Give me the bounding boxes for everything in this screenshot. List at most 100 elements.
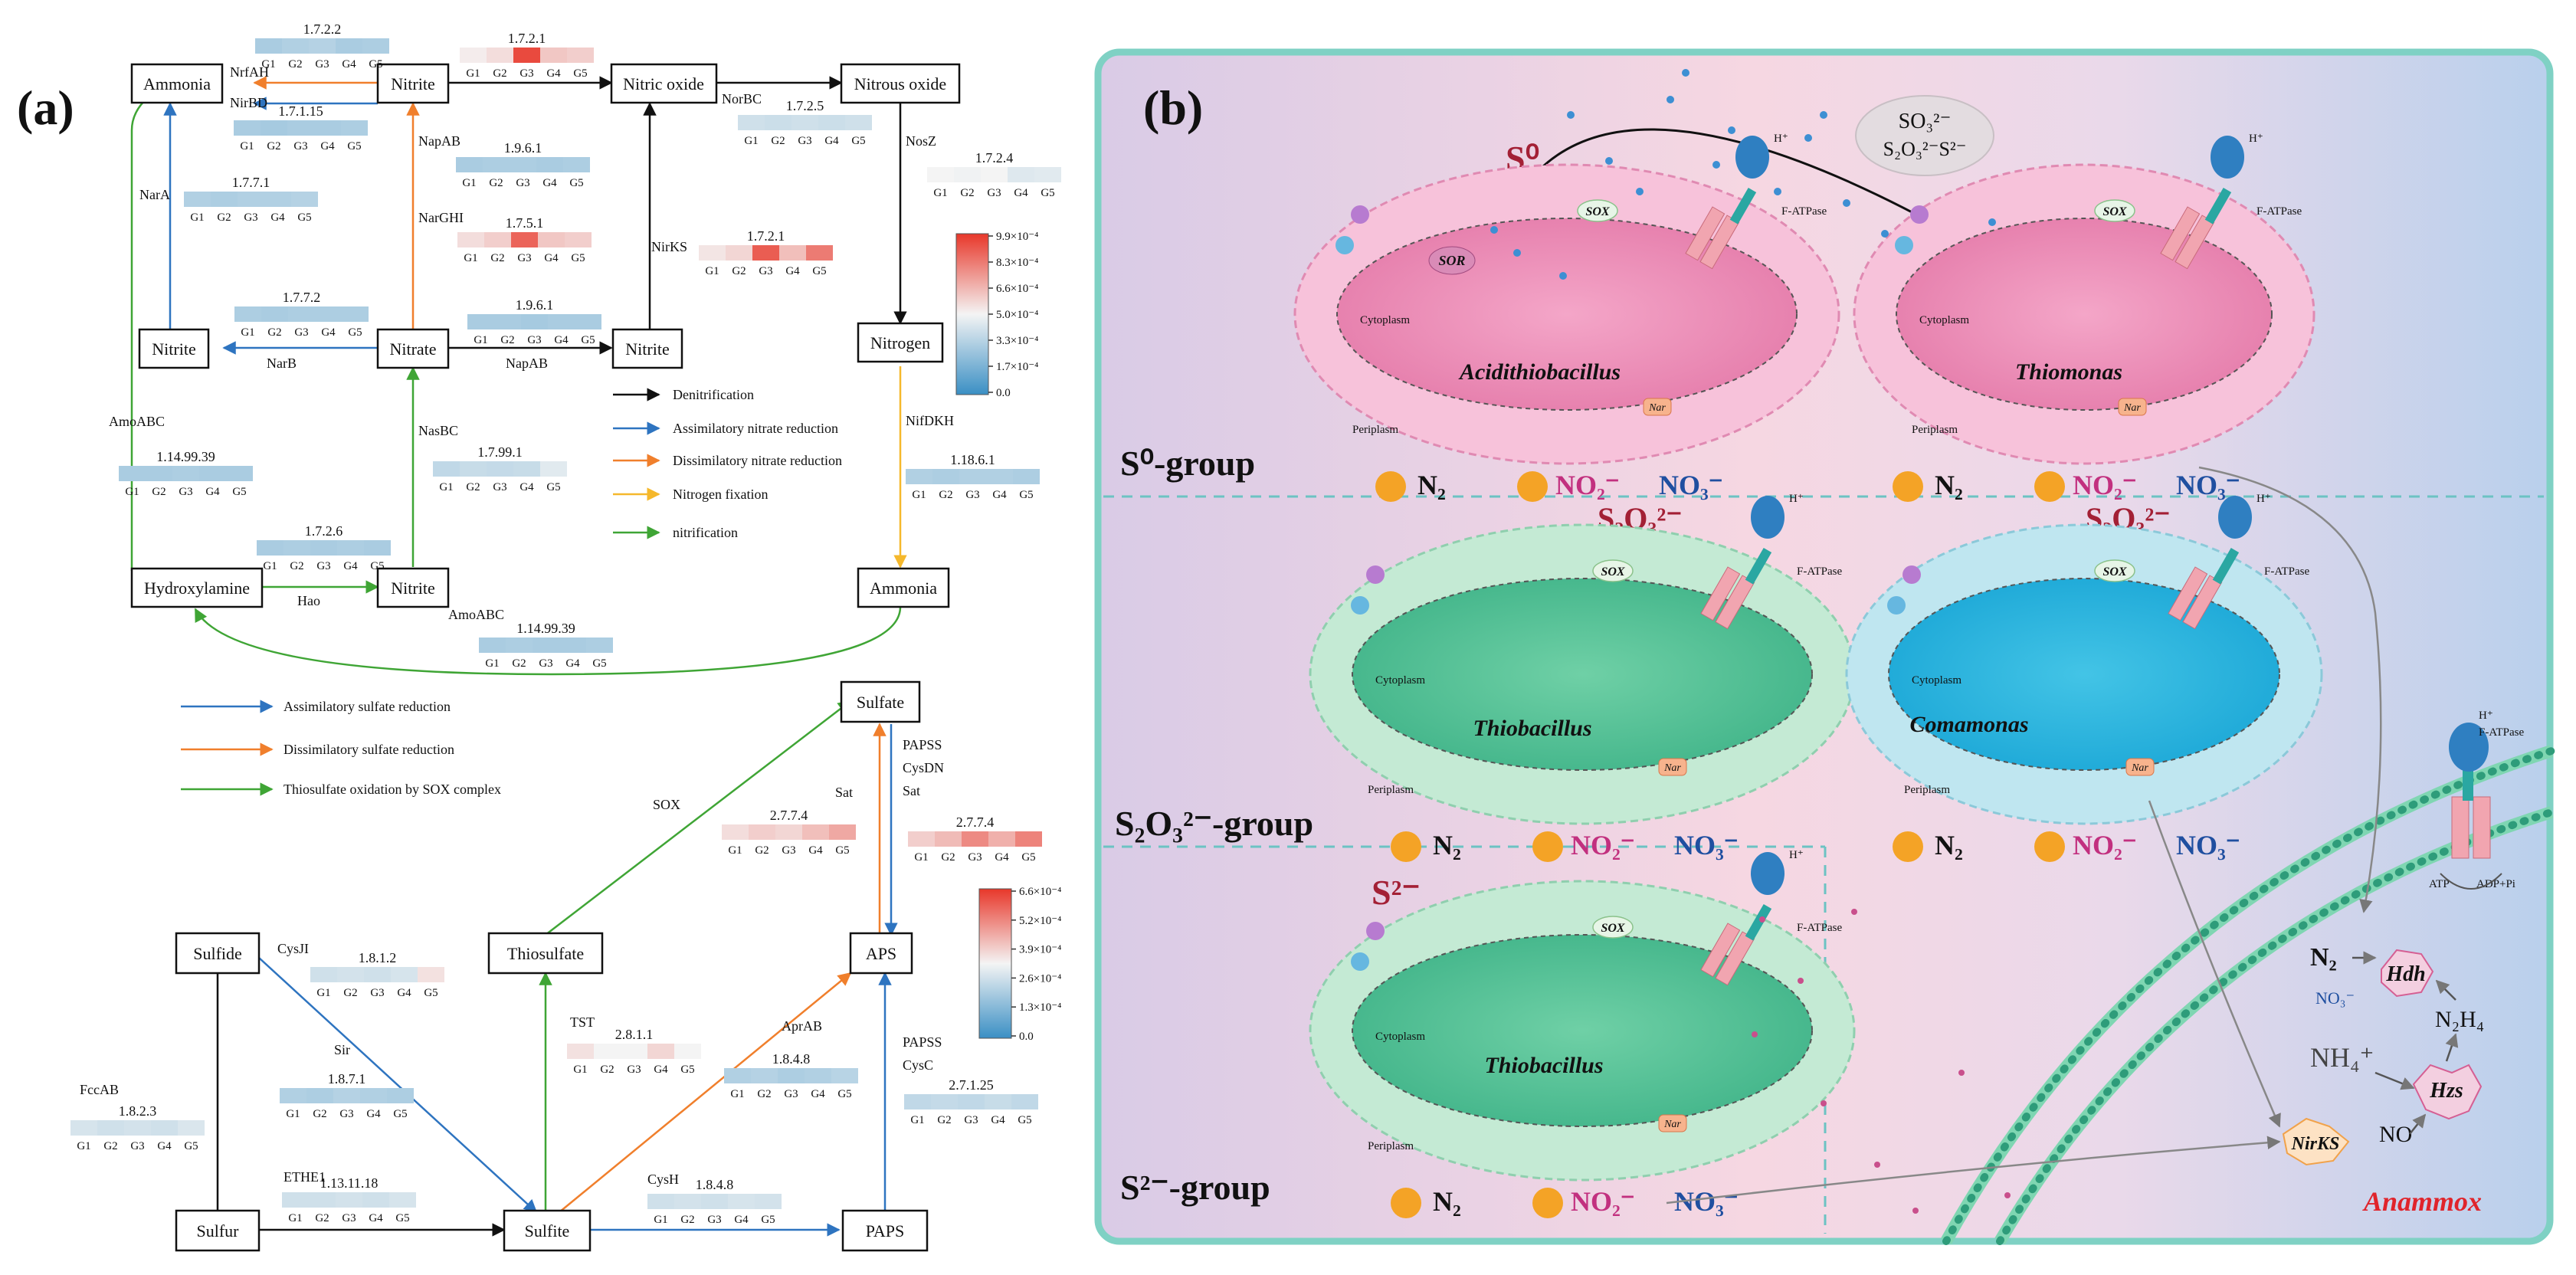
heatmap-cell	[184, 192, 211, 207]
heatmap-group-label: G3	[516, 177, 529, 189]
nar-enzyme: Nar	[1663, 762, 1681, 774]
cytoplasm-label: Cytoplasm	[1375, 674, 1425, 687]
heatmap-cell	[199, 466, 226, 481]
heatmap-cell	[146, 466, 172, 481]
heatmap-cell	[364, 540, 391, 556]
heatmap-cell	[779, 245, 806, 261]
colorbar-tick: 9.9×10⁻⁴	[996, 231, 1038, 243]
heatmap-group-label: G2	[960, 187, 974, 199]
node-nitrogen: Nitrogen	[870, 333, 930, 352]
heatmap-group-label: G2	[512, 657, 526, 670]
heatmap-title: 1.7.2.6	[305, 523, 343, 539]
output-no3: NO₃⁻	[1659, 470, 1723, 500]
heatmap-group-label: G4	[808, 844, 823, 857]
cytoplasm-label: Cytoplasm	[1919, 314, 1969, 326]
heatmap-group-label: G5	[761, 1214, 775, 1226]
heatmap-cell	[178, 1120, 205, 1136]
output-n2: N₂	[1935, 830, 1963, 860]
heatmap-cell	[433, 461, 460, 477]
heatmap-group-label: G3	[627, 1064, 641, 1076]
colorbar-tick: 0.0	[996, 387, 1011, 399]
heatmap-group-label: G4	[824, 135, 839, 147]
heatmap-cell	[540, 48, 567, 63]
heatmap-group-label: G3	[179, 486, 192, 498]
enzyme-sox: SOX	[653, 797, 680, 812]
anammox-n2: N₂	[2310, 943, 2337, 972]
heatmap-cell	[845, 115, 872, 130]
heatmap-group-label: G5	[184, 1140, 198, 1152]
heatmap-cell	[755, 1194, 782, 1209]
heatmap-title: 1.18.6.1	[950, 452, 995, 467]
fatpase-label: F-ATPase	[1797, 922, 1843, 934]
bacterium-name: Thiomonas	[2015, 359, 2122, 385]
heatmap-group-label: G4	[992, 489, 1007, 501]
anammox-hzs: Hzs	[2429, 1079, 2463, 1103]
enzyme-cysji: CysJI	[277, 941, 309, 956]
anammox-atp: ATP	[2429, 878, 2450, 890]
face-icon	[1375, 471, 1406, 502]
heatmap-group-label: G4	[157, 1140, 172, 1152]
heatmap-group-label: G5	[569, 177, 583, 189]
sox-enzyme: SOX	[1601, 922, 1624, 935]
heatmap-cell	[802, 824, 829, 840]
atpase-icon	[2218, 496, 2252, 539]
heatmap-group-label: G5	[232, 486, 246, 498]
heatmap-cell	[342, 306, 369, 322]
heatmap-cell	[362, 38, 389, 54]
enzyme-nosz: NosZ	[906, 133, 936, 149]
face-icon	[2034, 831, 2065, 862]
heatmap-cell	[226, 466, 253, 481]
anammox-adp: ADP+Pi	[2476, 878, 2515, 890]
heatmap-cell	[456, 157, 483, 172]
atpase-icon	[1751, 496, 1785, 539]
cloud-so3: SO₃²⁻	[1899, 110, 1952, 133]
heatmap-group-label: G5	[571, 252, 585, 264]
heatmap-group-label: G1	[933, 187, 947, 199]
heatmap-cell	[336, 38, 362, 54]
heatmap-group-label: G5	[851, 135, 865, 147]
heatmap-group-label: G4	[321, 326, 336, 339]
anammox-title: Anammox	[2362, 1186, 2482, 1217]
heatmap-group-label: G5	[581, 334, 595, 346]
heatmap-cell	[722, 824, 749, 840]
heatmap-cell	[831, 1068, 858, 1083]
heatmap-cell	[364, 967, 391, 982]
periplasm-label: Periplasm	[1368, 784, 1414, 796]
node-nitrite-mid: Nitrite	[625, 339, 669, 359]
heatmap-group-label: G3	[964, 1114, 978, 1126]
anammox-nirks: NirKS	[2291, 1134, 2340, 1154]
node-hydroxylamine: Hydroxylamine	[144, 579, 250, 598]
output-no2: NO₂⁻	[1571, 830, 1635, 860]
heatmap-cell	[283, 540, 310, 556]
heatmap-group-label: G4	[342, 58, 356, 70]
heatmap-cell	[567, 48, 594, 63]
heatmap-cell	[310, 967, 337, 982]
heatmap-title: 1.9.6.1	[516, 297, 554, 313]
enzyme-nifdkh: NifDKH	[906, 413, 954, 428]
colorbar-tick: 5.0×10⁻⁴	[996, 309, 1038, 321]
node-sulfite: Sulfite	[525, 1221, 570, 1241]
anammox-membrane	[1941, 745, 2555, 1245]
heatmap-group-label: G4	[565, 657, 580, 670]
heatmap-cell	[927, 167, 954, 182]
heatmap-title: 1.7.2.2	[303, 21, 342, 37]
heatmap-title: 1.8.2.3	[119, 1103, 157, 1119]
heatmap-cell	[333, 1088, 360, 1103]
heatmap-group-label: G3	[316, 560, 330, 572]
heatmap-group-label: G3	[493, 481, 506, 493]
node-nitrite-top: Nitrite	[391, 74, 434, 93]
cloud-s2o3-s2: S₂O₃²⁻S²⁻	[1883, 138, 1967, 160]
heatmap-group-label: G1	[705, 265, 719, 277]
enzyme-cysh: CysH	[647, 1172, 679, 1187]
output-no3: NO₃⁻	[1674, 830, 1739, 860]
heatmap-group-label: G5	[680, 1064, 694, 1076]
heatmap-group-label: G5	[835, 844, 849, 857]
heatmap-group-label: G4	[546, 67, 561, 80]
anammox-pathway: Hdh Hzs NirKS N₂ NO₃⁻ N₂H₄ NH₄⁺ NO Anamm…	[1666, 466, 2484, 1217]
